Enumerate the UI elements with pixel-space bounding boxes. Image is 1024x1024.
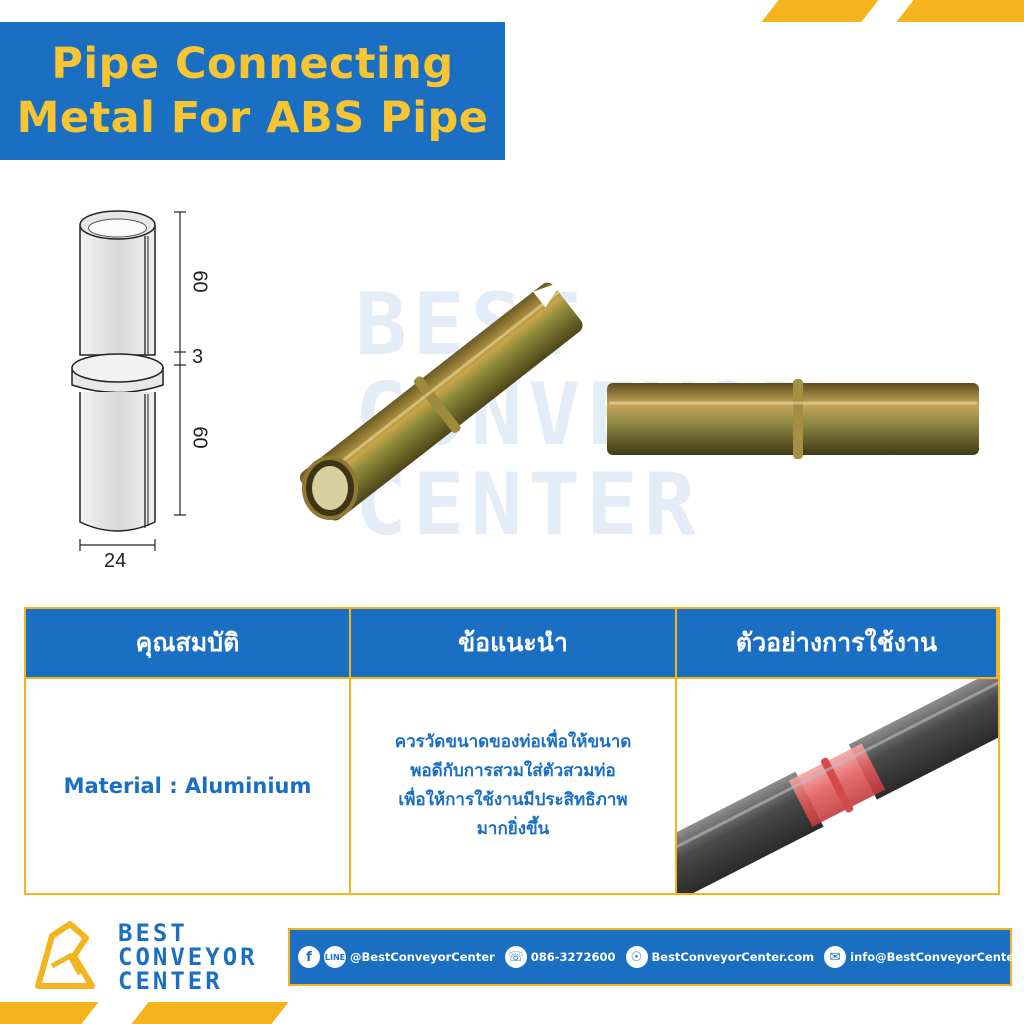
social-contact[interactable]: f LINE @BestConveyorCenter bbox=[298, 946, 495, 968]
top-stripe-2 bbox=[896, 0, 1024, 22]
website-contact[interactable]: ☉ BestConveyorCenter.com bbox=[625, 946, 815, 968]
globe-icon: ☉ bbox=[625, 946, 648, 968]
phone-icon: ☏ bbox=[504, 946, 527, 968]
line-icon: LINE bbox=[324, 946, 346, 968]
connector-photo-horizontal bbox=[607, 379, 979, 459]
usage-example-illustration bbox=[677, 679, 998, 893]
email-link[interactable]: info@BestConveyorCenter.com bbox=[850, 950, 1024, 964]
website-link[interactable]: BestConveyorCenter.com bbox=[651, 950, 815, 964]
technical-drawing: 60 3 60 24 bbox=[60, 200, 240, 580]
social-handle: @BestConveyorCenter bbox=[350, 950, 495, 964]
contact-bar: f LINE @BestConveyorCenter ☏ 086-3272600… bbox=[288, 928, 1024, 986]
dim-bottom-length: 60 bbox=[188, 426, 211, 449]
connector-drawing-svg bbox=[71, 210, 186, 551]
title-banner: Pipe Connecting Metal For ABS Pipe bbox=[0, 22, 505, 160]
advice-line-2: พอดีกับการสวมใส่ตัวสวมท่อ bbox=[410, 761, 616, 781]
header-advice: ข้อแนะนำ bbox=[351, 609, 677, 679]
advice-text: ควรวัดขนาดของท่อเพื่อให้ขนาด พอดีกับการส… bbox=[381, 728, 646, 844]
material-text: Material : Aluminium bbox=[63, 774, 312, 798]
dim-top-length: 60 bbox=[188, 270, 211, 293]
logo-text-line-1: BEST bbox=[118, 919, 188, 947]
advice-line-4: มากยิ่งขึ้น bbox=[476, 819, 550, 839]
header-usage-example: ตัวอย่างการใช้งาน bbox=[677, 609, 998, 679]
bottom-stripe-1 bbox=[0, 1002, 99, 1024]
spec-table: คุณสมบัติ ข้อแนะนำ ตัวอย่างการใช้งาน Mat… bbox=[24, 607, 1000, 895]
cell-usage-example bbox=[677, 679, 998, 893]
phone-number: 086-3272600 bbox=[530, 950, 616, 964]
logo-text-line-3: CENTER bbox=[118, 967, 223, 995]
advice-line-3: เพื่อให้การใช้งานมีประสิทธิภาพ bbox=[398, 790, 628, 810]
title-line-2: Metal For ABS Pipe bbox=[16, 93, 489, 143]
mail-icon: ✉ bbox=[824, 946, 847, 968]
watermark-line-3: CENTER bbox=[355, 455, 702, 555]
dim-gap: 3 bbox=[192, 346, 204, 368]
bottom-stripe-2 bbox=[131, 1002, 289, 1024]
header-properties: คุณสมบัติ bbox=[26, 609, 351, 679]
connector-photo-slanted bbox=[299, 281, 583, 521]
title-line-1: Pipe Connecting bbox=[51, 39, 454, 89]
email-contact[interactable]: ✉ info@BestConveyorCenter.com bbox=[824, 946, 1024, 968]
facebook-icon: f bbox=[298, 946, 320, 968]
phone-contact[interactable]: ☏ 086-3272600 bbox=[504, 946, 616, 968]
logo-icon bbox=[35, 921, 95, 989]
cell-advice: ควรวัดขนาดของท่อเพื่อให้ขนาด พอดีกับการส… bbox=[351, 679, 677, 893]
top-stripe-1 bbox=[761, 0, 879, 22]
advice-line-1: ควรวัดขนาดของท่อเพื่อให้ขนาด bbox=[394, 732, 632, 752]
cell-material: Material : Aluminium bbox=[26, 679, 351, 893]
logo-text-line-2: CONVEYOR bbox=[118, 943, 258, 971]
dim-diameter: 24 bbox=[104, 550, 127, 572]
brand-logo: BEST CONVEYOR CENTER bbox=[30, 916, 280, 996]
